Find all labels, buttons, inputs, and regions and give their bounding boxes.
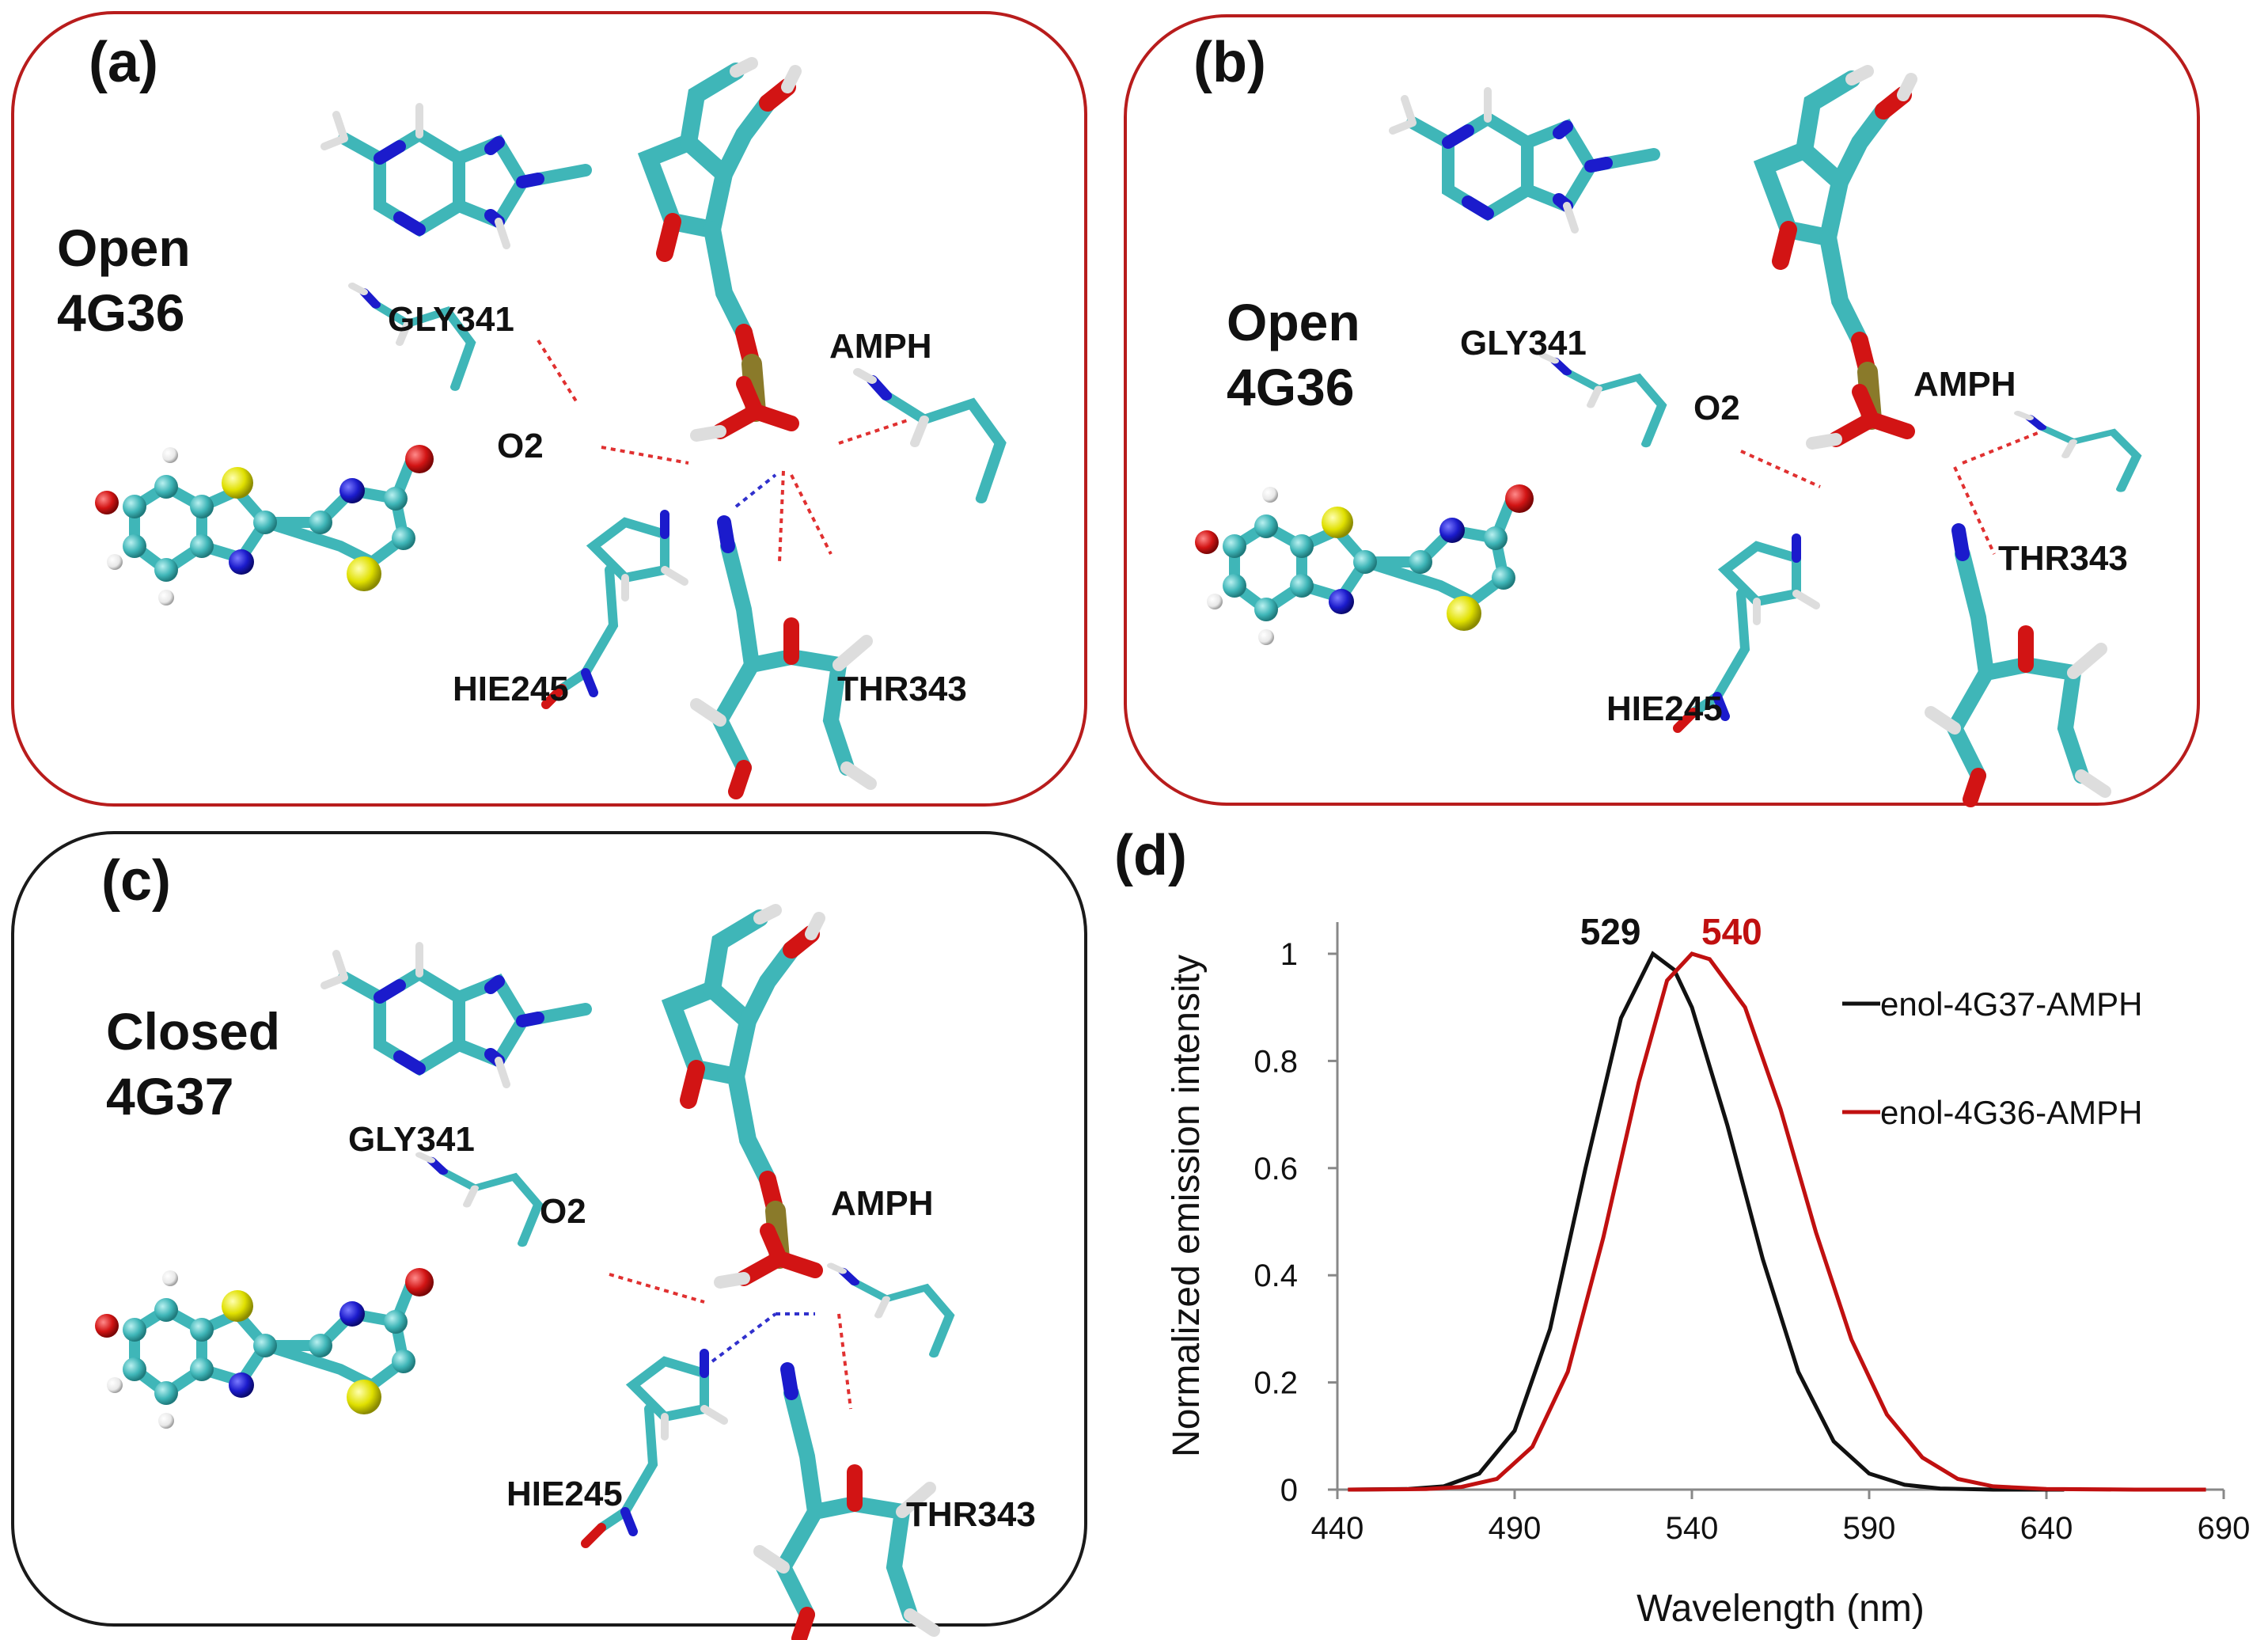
y-tick-label: 0.4 [1253, 1258, 1298, 1293]
panel-b-hie-label: HIE245 [1606, 689, 1723, 728]
x-tick-label: 540 [1666, 1511, 1719, 1546]
panel-c-amph-label: AMPH [831, 1184, 934, 1223]
panel-a-structure: GLY341 O2 AMPH HIE245 THR343 [95, 63, 1000, 792]
panel-a-pdb: 4G36 [57, 283, 185, 342]
peak-label-529: 529 [1580, 911, 1641, 952]
series-line-enol-4G36-AMPH [1348, 951, 2206, 1492]
chart-axes: 440 490 540 590 640 690 0 0.2 0.4 0.6 0.8 1Waveleng… [1166, 922, 2250, 1630]
panel-a-label: (a) [89, 31, 158, 94]
y-tick-label: 0 [1280, 1473, 1298, 1508]
x-tick-label: 690 [2198, 1511, 2251, 1546]
y-axis-title: Normalized emission intensity [1166, 955, 1208, 1457]
y-tick-label: 0.8 [1253, 1044, 1298, 1079]
y-tick-label: 0.2 [1253, 1366, 1298, 1401]
panel-a-thr-label: THR343 [837, 670, 967, 708]
y-tick-label: 1 [1280, 937, 1298, 972]
x-tick-label: 490 [1489, 1511, 1542, 1546]
panel-b-frame [1124, 14, 2200, 806]
panel-b-amph-label: AMPH [1913, 365, 2016, 404]
panel-c-pdb: 4G37 [106, 1067, 234, 1126]
panel-c-gly-label: GLY341 [348, 1120, 475, 1159]
panel-b-thr-label: THR343 [1998, 539, 2128, 578]
x-tick-label: 590 [1843, 1511, 1896, 1546]
panel-a-gly-label: GLY341 [388, 300, 514, 339]
peak-label-540: 540 [1701, 911, 1762, 952]
panel-b-label: (b) [1193, 31, 1266, 94]
panel-c-hie-label: HIE245 [506, 1475, 623, 1513]
panel-a-state-title: Open 4G36 [57, 215, 191, 345]
panel-a-frame [11, 11, 1087, 807]
panel-c-frame [11, 831, 1087, 1627]
chart-series: 529 540 [1348, 911, 2206, 1492]
panel-a-state: Open [57, 218, 191, 277]
panel-a-amph-label: AMPH [829, 327, 932, 366]
panel-b-pdb: 4G36 [1227, 358, 1355, 416]
panel-c-o2-label: O2 [540, 1192, 586, 1231]
panel-d-label: (d) [1114, 824, 1187, 887]
panel-b-o2-label: O2 [1693, 389, 1740, 427]
panel-c-structure: GLY341 O2 AMPH HIE245 THR343 [95, 910, 1036, 1638]
x-tick-label: 440 [1311, 1511, 1364, 1546]
panel-c-thr-label: THR343 [906, 1495, 1036, 1534]
panel-b-state: Open [1227, 293, 1360, 351]
x-tick-label: 640 [2020, 1511, 2073, 1546]
legend-label-enol-4G37-AMPH: enol-4G37-AMPH [1880, 985, 2142, 1023]
panel-c-state: Closed [106, 1002, 281, 1061]
chart-legend: enol-4G37-AMPH enol-4G36-AMPH [1842, 985, 2142, 1131]
panel-c-state-title: Closed 4G37 [106, 999, 280, 1129]
x-axis-title: Wavelength (nm) [1637, 1588, 1925, 1630]
legend-label-enol-4G36-AMPH: enol-4G36-AMPH [1880, 1094, 2142, 1131]
panel-b-structure: GLY341 O2 AMPH HIE245 THR343 [1195, 71, 2137, 799]
panel-a-hie-label: HIE245 [453, 670, 569, 708]
panel-a-o2-label: O2 [497, 427, 544, 465]
panel-b-gly-label: GLY341 [1460, 324, 1587, 363]
y-tick-label: 0.6 [1253, 1152, 1298, 1186]
panel-b-state-title: Open 4G36 [1227, 290, 1360, 419]
series-line-enol-4G37-AMPH [1348, 951, 2065, 1492]
panel-c-label: (c) [101, 849, 171, 913]
